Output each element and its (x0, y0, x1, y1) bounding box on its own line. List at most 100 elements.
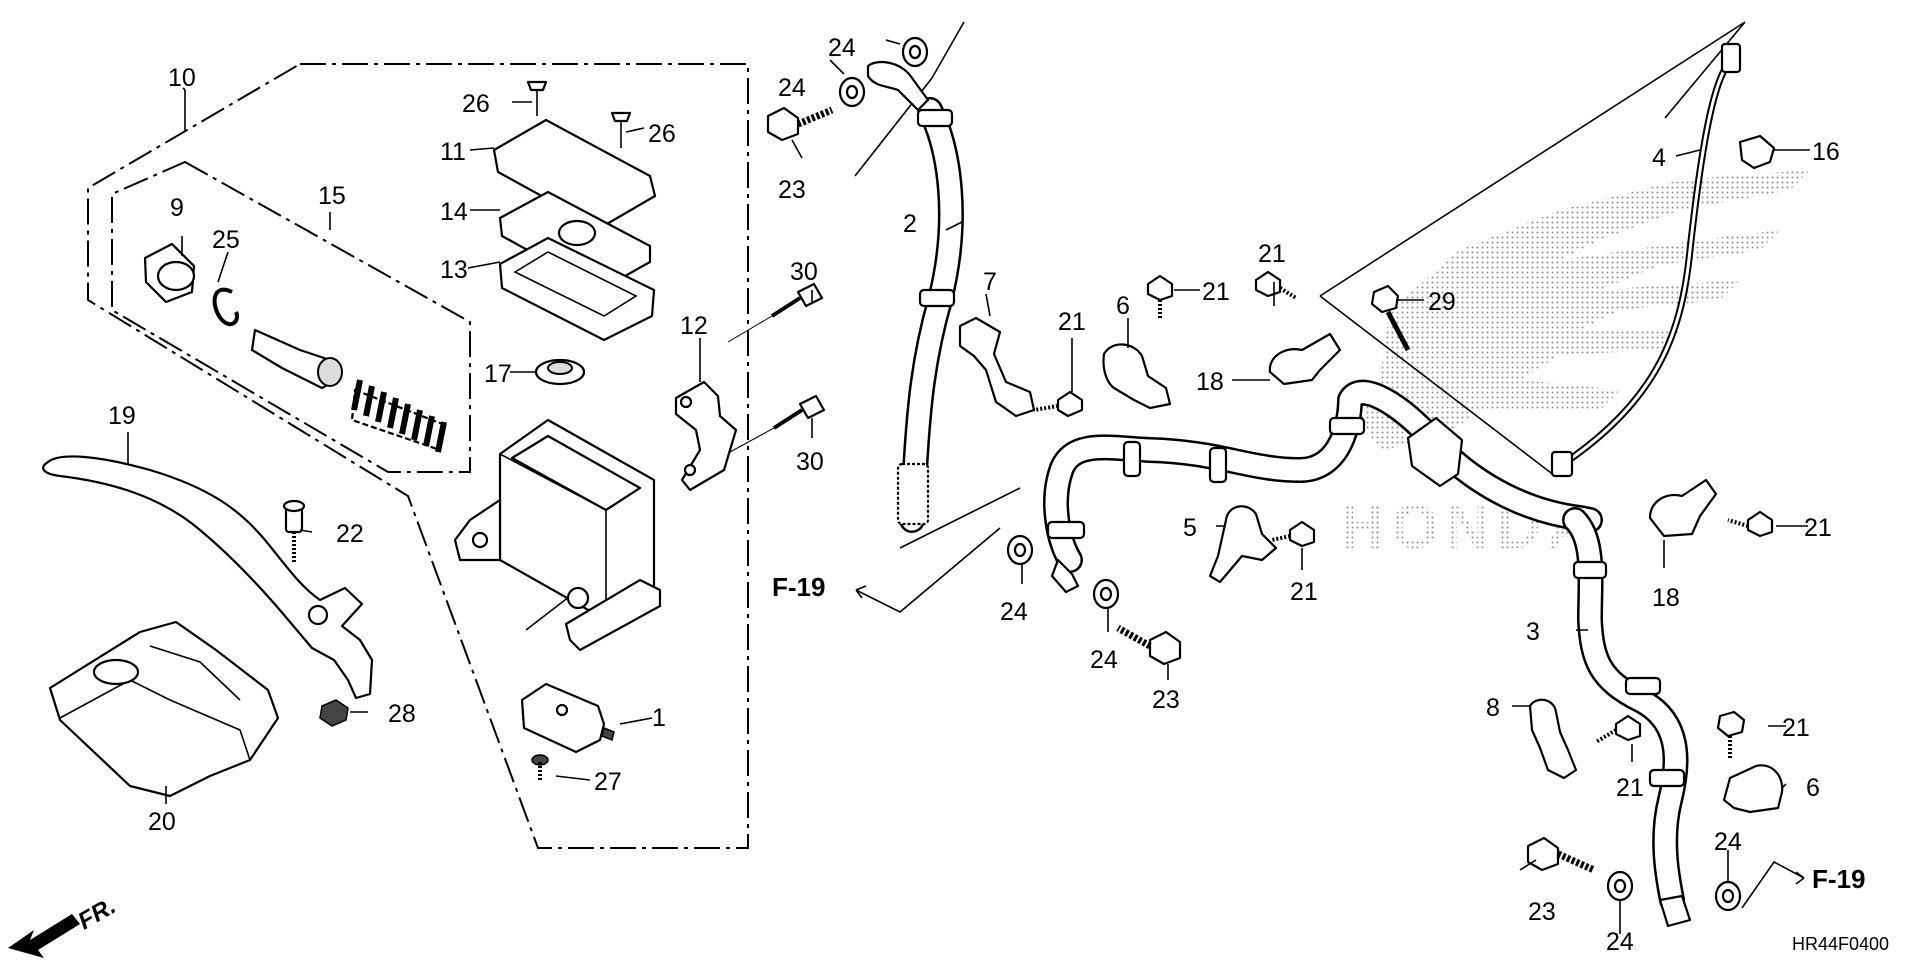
hose-3 (1562, 507, 1692, 928)
part-26-screw-b (610, 111, 632, 148)
part-24-washer-e (1606, 870, 1634, 902)
brake-pipe-4 (1550, 42, 1742, 478)
label-23b: 23 (1152, 686, 1180, 714)
ref-f19-left[interactable]: F-19 (772, 572, 825, 602)
label-6a: 6 (1116, 292, 1130, 320)
label-9: 9 (170, 194, 184, 222)
label-24a: 24 (828, 34, 856, 62)
kit-15-outline (111, 160, 471, 473)
label-21d: 21 (1290, 578, 1318, 606)
part-30-bolt-a (727, 282, 824, 343)
part-24-washer-b (838, 76, 866, 108)
part-21-bolt-e (1727, 510, 1774, 538)
part-12-holder (674, 380, 738, 492)
part-22-pivot-bolt (282, 499, 306, 562)
ref-f19-right[interactable]: F-19 (1812, 864, 1865, 894)
part-21-bolt-f (1594, 714, 1642, 744)
part-29-bolt (1370, 284, 1411, 352)
label-21f: 21 (1616, 774, 1644, 802)
label-20: 20 (148, 808, 176, 836)
label-5: 5 (1183, 514, 1197, 542)
label-16: 16 (1812, 138, 1840, 166)
part-24-washer-a (901, 36, 929, 68)
label-27: 27 (594, 768, 622, 796)
label-19: 19 (108, 402, 136, 430)
part-28-nut (319, 699, 349, 727)
label-25: 25 (212, 226, 240, 254)
part-27-screw (531, 754, 549, 782)
label-10: 10 (168, 64, 196, 92)
assembly-10-outline (87, 63, 749, 849)
label-15: 15 (318, 182, 346, 210)
label-24c: 24 (1000, 598, 1028, 626)
f19-left-arrow (855, 527, 1001, 613)
label-18a: 18 (1196, 368, 1224, 396)
leader-lines (127, 39, 1810, 934)
part-24-washer-f (1714, 880, 1742, 912)
label-26a: 26 (462, 90, 490, 118)
front-label: FR. (74, 892, 121, 935)
hose-main (1043, 379, 1603, 594)
part-26-screw-a (526, 80, 548, 116)
part-piston (250, 328, 343, 390)
part-spring (350, 379, 447, 453)
part-21-bolt-d (1271, 520, 1316, 548)
part-16-clip (1738, 134, 1776, 170)
label-24d: 24 (1090, 646, 1118, 674)
part-21-bolt-c (1254, 270, 1298, 300)
label-21e: 21 (1804, 514, 1832, 542)
part-25-circlip (212, 287, 239, 327)
label-18b: 18 (1652, 584, 1680, 612)
label-23a: 23 (778, 176, 806, 204)
label-21c: 21 (1258, 240, 1286, 268)
label-30a: 30 (790, 258, 818, 286)
label-2: 2 (903, 210, 917, 238)
part-30-bolt-b (729, 394, 826, 453)
master-cylinder-body (453, 418, 662, 652)
label-17: 17 (484, 360, 512, 388)
honda-wing-watermark: HONDA (1340, 170, 1810, 562)
part-18-clamp-right (1648, 478, 1718, 538)
hose-2 (866, 60, 964, 533)
f19-right-arrow (1741, 860, 1805, 909)
part-14-plate (498, 190, 652, 292)
label-11: 11 (440, 138, 466, 166)
label-21b: 21 (1202, 278, 1230, 306)
label-14: 14 (440, 198, 468, 226)
part-6-clamp-lower (1722, 764, 1784, 814)
label-26b: 26 (648, 120, 676, 148)
callout-labels: 1 2 3 4 5 6 6 7 8 9 10 11 12 13 14 15 16… (108, 34, 1840, 956)
part-23-bolt-top (766, 106, 834, 142)
part-11-reservoir-cover (492, 118, 657, 230)
part-18-clamp-upper (1268, 332, 1342, 386)
part-23-bolt-bottom (1526, 836, 1596, 874)
lever-pivot (307, 604, 329, 626)
label-29: 29 (1428, 288, 1456, 316)
part-24-washer-c (1006, 534, 1034, 566)
label-22: 22 (336, 520, 364, 548)
label-24f: 24 (1714, 828, 1742, 856)
part-19-brake-lever (42, 455, 374, 700)
part-21-bolt-b (1146, 274, 1174, 320)
label-23c: 23 (1528, 898, 1556, 926)
part-13-diaphragm (498, 236, 656, 342)
front-arrow-icon (8, 914, 80, 958)
guide-lines (525, 21, 1746, 631)
label-24e: 24 (1606, 928, 1634, 956)
part-8-bracket (1528, 698, 1578, 780)
part-21-bolt-g (1716, 710, 1746, 760)
label-12: 12 (680, 312, 708, 340)
label-13: 13 (440, 256, 468, 284)
label-3: 3 (1526, 618, 1540, 646)
part-1-brake-switch (520, 682, 615, 754)
part-20-lever-cover (48, 620, 280, 798)
label-30b: 30 (796, 448, 824, 476)
part-9-piston-cup (143, 242, 196, 304)
label-8: 8 (1486, 694, 1500, 722)
label-7: 7 (983, 268, 997, 296)
part-7-bracket (958, 316, 1036, 418)
label-21g: 21 (1782, 714, 1810, 742)
diagram-code: HR44F0400 (1792, 934, 1889, 954)
part-21-bolt-a (1033, 390, 1084, 418)
